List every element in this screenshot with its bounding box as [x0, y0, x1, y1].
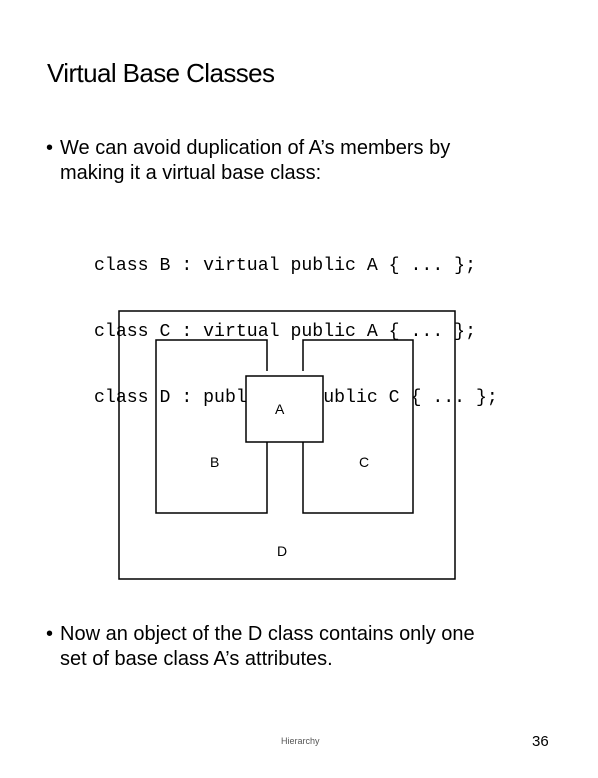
bullet-2: •Now an object of the D class contains o…	[46, 622, 566, 672]
bullet-1-line-1: •We can avoid duplication of A’s members…	[46, 137, 451, 159]
label-a: A	[275, 401, 285, 417]
slide-title: Virtual Base Classes	[47, 58, 275, 88]
box-c	[302, 339, 414, 514]
diagram-shapes	[118, 310, 456, 580]
footer-text: Hierarchy	[281, 736, 320, 746]
bullet-dot: •	[46, 623, 54, 645]
bullet-1: •We can avoid duplication of A’s members…	[46, 136, 566, 186]
label-c: C	[359, 454, 370, 470]
label-b: B	[210, 454, 220, 470]
bullet-dot: •	[46, 137, 54, 159]
bullet-2-line-1: •Now an object of the D class contains o…	[46, 623, 475, 645]
box-d	[118, 310, 456, 580]
label-d: D	[277, 543, 288, 559]
bullet-2-line-2: set of base class A’s attributes.	[60, 648, 333, 670]
code-line-1: class B : virtual public A { ... };	[94, 256, 476, 276]
box-b	[155, 339, 268, 514]
code-block: class B : virtual public A { ... }; clas…	[94, 211, 498, 431]
page-number: 36	[532, 733, 549, 750]
code-line-2: class C : virtual public A { ... };	[94, 322, 476, 342]
class-hierarchy-diagram: A B C D	[118, 310, 456, 580]
box-a	[245, 375, 324, 443]
bullet-1-line-2: making it a virtual base class:	[60, 162, 322, 184]
